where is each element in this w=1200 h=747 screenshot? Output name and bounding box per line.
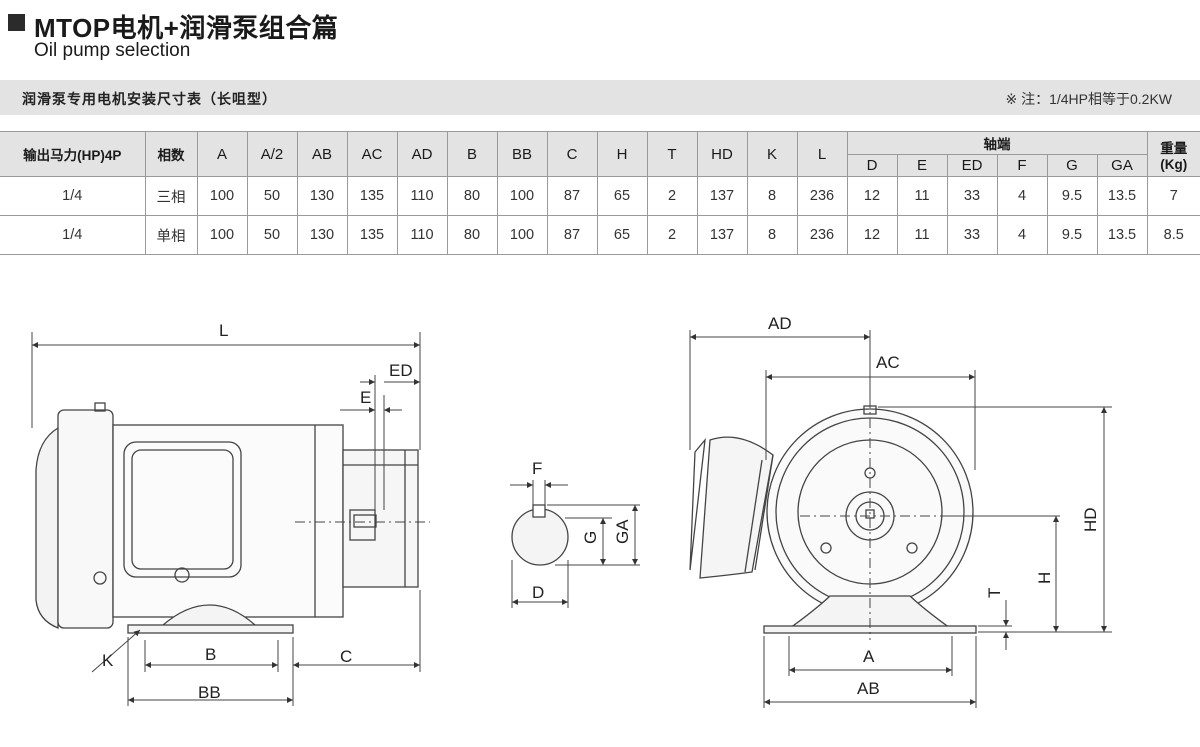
- dim-label-a: A: [863, 647, 875, 666]
- table-cell: 130: [296, 176, 348, 216]
- table-cell: 80: [446, 176, 498, 216]
- section-note: ※ 注：1/4HP相等于0.2KW: [1005, 91, 1172, 107]
- table-cell: 2: [646, 176, 698, 216]
- side-view-drawing: [35, 402, 430, 634]
- table-cell: 87: [546, 215, 598, 255]
- title-bullet: [8, 14, 25, 31]
- header-a: A: [196, 131, 248, 177]
- table-cell: 12: [846, 215, 898, 255]
- table-cell: 100: [496, 176, 548, 216]
- front-view-drawing: [689, 398, 977, 640]
- table-cell: 100: [496, 215, 548, 255]
- page-subtitle: Oil pump selection: [34, 40, 191, 61]
- table-cell: 4: [996, 215, 1048, 255]
- table-cell: 11: [896, 176, 948, 216]
- dim-label-ed: ED: [389, 361, 413, 380]
- table-cell: 137: [696, 215, 748, 255]
- table-cell: 50: [246, 215, 298, 255]
- dim-label-ac: AC: [876, 353, 900, 372]
- table-cell: 50: [246, 176, 298, 216]
- dim-label-f: F: [532, 459, 542, 478]
- dim-label-c: C: [340, 647, 352, 666]
- table-cell: 7: [1146, 176, 1200, 216]
- side-view-dimensions: [31, 332, 421, 706]
- table-cell: 100: [196, 215, 248, 255]
- table-cell: 9.5: [1046, 176, 1098, 216]
- header-phase: 相数: [144, 131, 198, 177]
- header-bb: BB: [496, 131, 548, 177]
- dim-label-k: K: [102, 651, 114, 670]
- dim-label-hd: HD: [1081, 507, 1100, 532]
- header-b: B: [446, 131, 498, 177]
- header-weight-line1: 重量: [1160, 140, 1188, 156]
- dim-label-d: D: [532, 583, 544, 602]
- header-ga: GA: [1096, 154, 1147, 177]
- table-cell: 33: [946, 215, 998, 255]
- table-cell: 11: [896, 215, 948, 255]
- dim-label-t: T: [985, 588, 1004, 598]
- shaft-section-drawing: [511, 504, 569, 566]
- dim-label-ab: AB: [857, 679, 880, 698]
- page-header: MTOP电机+润滑泵组合篇 Oil pump selection: [6, 8, 706, 64]
- header-ad: AD: [396, 131, 448, 177]
- dim-label-ga: GA: [613, 519, 632, 544]
- table-cell: 135: [346, 176, 398, 216]
- header-ac: AC: [346, 131, 398, 177]
- table-cell: 9.5: [1046, 215, 1098, 255]
- table-cell: 135: [346, 215, 398, 255]
- dim-label-b: B: [205, 645, 216, 664]
- table-cell: 236: [796, 215, 848, 255]
- section-label: 润滑泵专用电机安装尺寸表（长咀型）: [22, 91, 277, 107]
- table-cell: 12: [846, 176, 898, 216]
- dim-label-l: L: [219, 321, 228, 340]
- header-a-half: A/2: [246, 131, 298, 177]
- table-cell: 100: [196, 176, 248, 216]
- header-hd: HD: [696, 131, 748, 177]
- table-cell: 1/4: [0, 176, 146, 216]
- header-c: C: [546, 131, 598, 177]
- header-h: H: [596, 131, 648, 177]
- dim-label-h: H: [1035, 572, 1054, 584]
- table-cell: 8.5: [1146, 215, 1200, 255]
- page-title: MTOP电机+润滑泵组合篇: [34, 13, 339, 43]
- table-cell: 65: [596, 176, 648, 216]
- table-row: 1/4 单相 100 50 130 135 110 80 100 87 65 2…: [0, 215, 1200, 255]
- table-cell: 单相: [144, 215, 198, 255]
- table-cell: 65: [596, 215, 648, 255]
- header-weight-line2: (Kg): [1160, 156, 1188, 172]
- dim-label-e: E: [360, 388, 371, 407]
- table-cell: 13.5: [1096, 215, 1148, 255]
- header-weight: 重量 (Kg): [1146, 131, 1200, 177]
- dim-label-g: G: [581, 531, 600, 544]
- section-bar: 润滑泵专用电机安装尺寸表（长咀型） ※ 注：1/4HP相等于0.2KW: [0, 80, 1200, 115]
- table-cell: 110: [396, 215, 448, 255]
- dim-label-bb: BB: [198, 683, 221, 702]
- header-k: K: [746, 131, 798, 177]
- header-t: T: [646, 131, 698, 177]
- header-g: G: [1046, 154, 1098, 177]
- table-cell: 4: [996, 176, 1048, 216]
- table-cell: 137: [696, 176, 748, 216]
- front-view-dimensions: [689, 330, 1112, 708]
- table-row: 1/4 三相 100 50 130 135 110 80 100 87 65 2…: [0, 176, 1200, 216]
- shaft-section-dimensions: [510, 480, 640, 608]
- table-cell: 三相: [144, 176, 198, 216]
- table-cell: 2: [646, 215, 698, 255]
- spec-table: 输出马力(HP)4P 相数 A A/2 AB AC AD B BB C H T …: [0, 131, 1200, 255]
- table-cell: 1/4: [0, 215, 146, 255]
- table-cell: 130: [296, 215, 348, 255]
- dim-label-ad: AD: [768, 314, 792, 333]
